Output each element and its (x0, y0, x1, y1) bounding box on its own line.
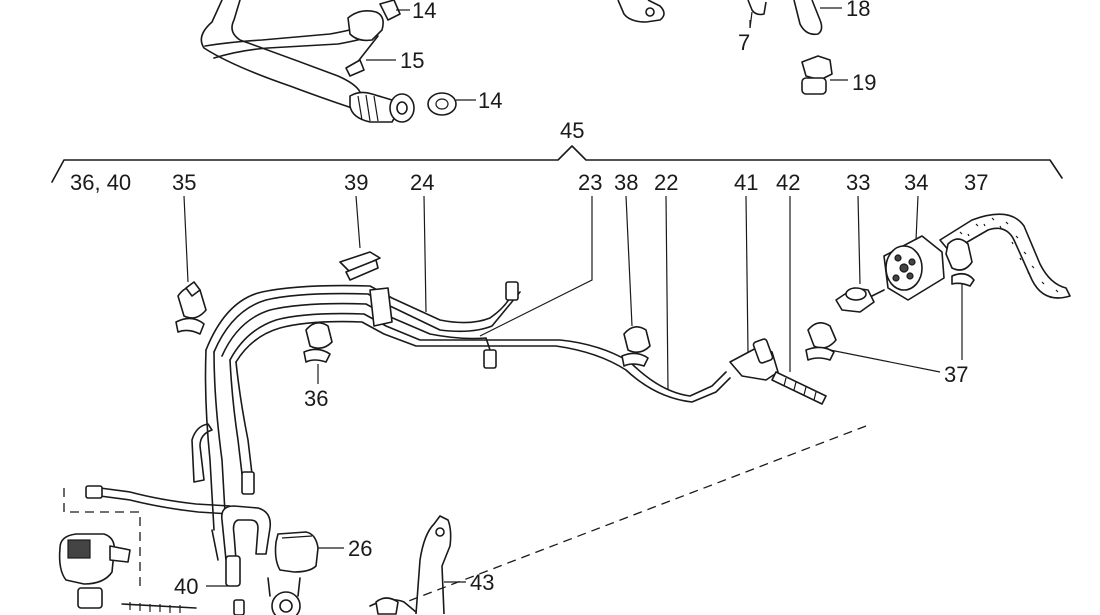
pipe-harness (85, 281, 731, 561)
bracket-43 (369, 515, 452, 615)
label-38: 38 (614, 170, 638, 195)
clamp-36 (303, 322, 333, 363)
label-18: 18 (846, 0, 870, 21)
label-33: 33 (846, 170, 870, 195)
label-36-40: 36, 40 (70, 170, 131, 195)
hose-37 (939, 213, 1071, 299)
hose-part-18 (793, 0, 842, 36)
label-37-right: 37 (944, 362, 968, 387)
label-45: 45 (560, 118, 584, 143)
filter-34 (883, 235, 945, 301)
label-34: 34 (904, 170, 928, 195)
label-7: 7 (738, 30, 750, 55)
label-22: 22 (654, 170, 678, 195)
bracket-part (617, 0, 665, 23)
label-23: 23 (578, 170, 602, 195)
label-14-lower: 14 (478, 88, 502, 113)
label-42: 42 (776, 170, 800, 195)
t-connector-41 (729, 338, 779, 381)
clamp-38 (621, 326, 651, 367)
label-15: 15 (400, 48, 424, 73)
label-26: 26 (348, 536, 372, 561)
label-39: 39 (344, 170, 368, 195)
leader-lines (183, 20, 963, 587)
label-41: 41 (734, 170, 758, 195)
label-36: 36 (304, 386, 328, 411)
hose-piece-42 (771, 371, 827, 405)
clip-39 (339, 251, 381, 281)
check-valve-33 (835, 287, 885, 313)
hose-bend (220, 505, 272, 561)
clamp-37-right (945, 238, 975, 287)
label-19: 19 (852, 70, 876, 95)
clamp-35 (175, 281, 207, 335)
label-14-top: 14 (412, 0, 436, 23)
label-37-top: 37 (964, 170, 988, 195)
connector-40 (225, 555, 245, 615)
label-35: 35 (172, 170, 196, 195)
nut-part-7 (747, 0, 767, 29)
label-40: 40 (174, 574, 198, 599)
solenoid-valve (58, 488, 197, 613)
upper-hose-assembly (200, 0, 457, 123)
group-brace-45 (51, 145, 1063, 183)
clamp-37-left (805, 322, 837, 361)
cap-26 (274, 531, 319, 573)
label-43: 43 (470, 570, 494, 595)
valve-part-19 (801, 55, 848, 95)
valve-bottom (267, 577, 301, 615)
reference-dashed-line (405, 425, 867, 603)
label-24: 24 (410, 170, 434, 195)
